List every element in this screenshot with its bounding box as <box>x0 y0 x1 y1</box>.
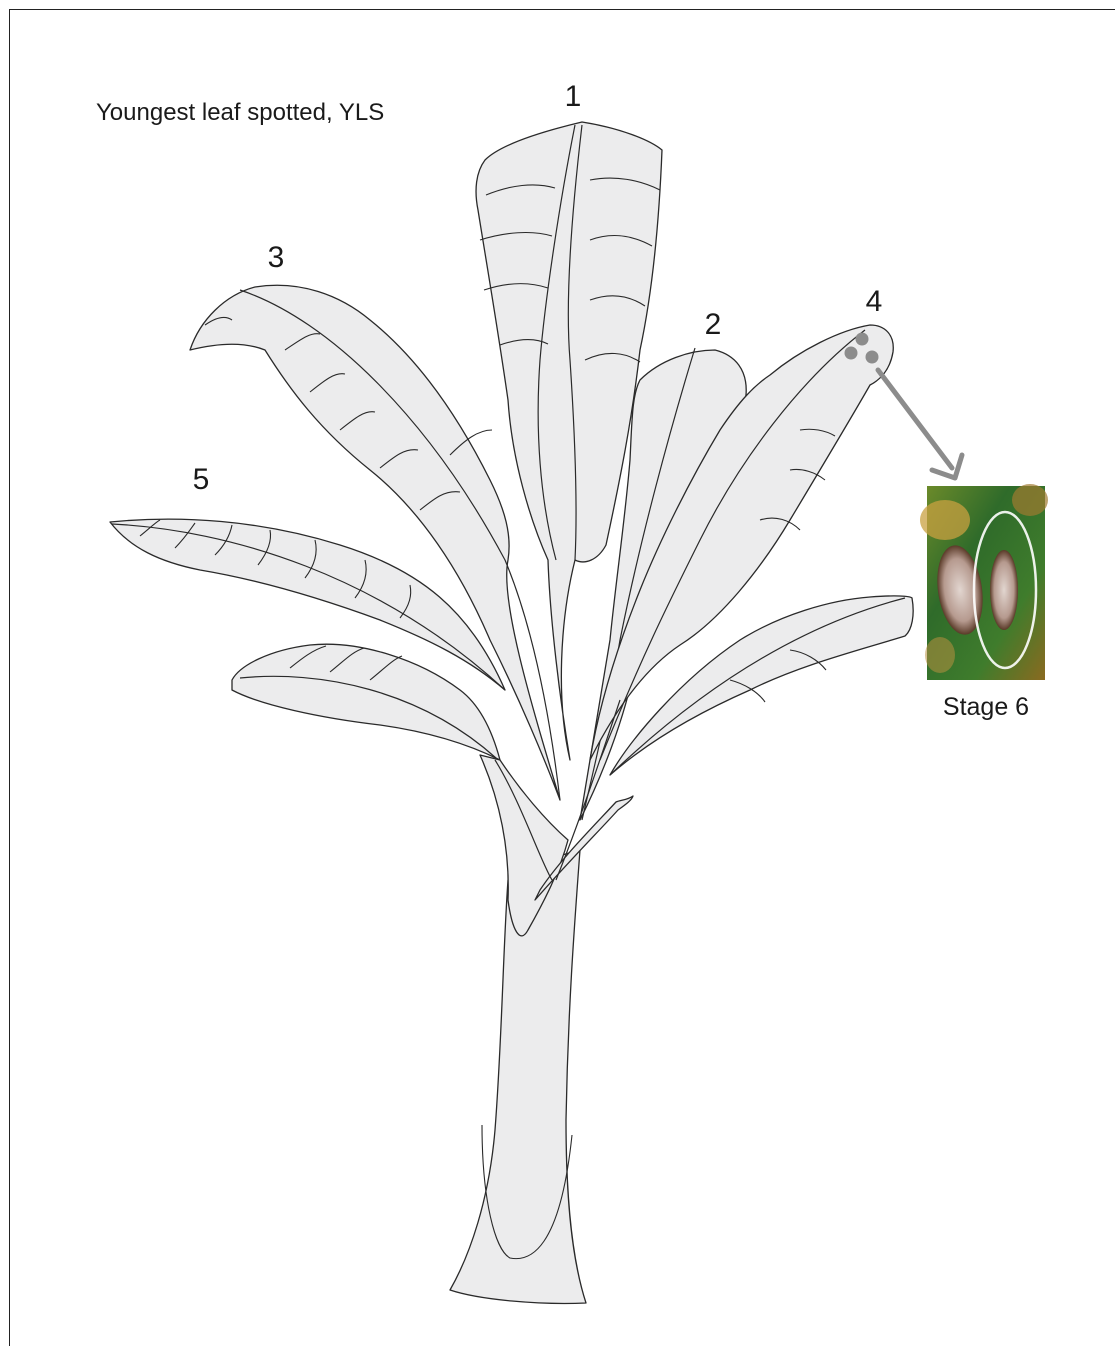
leaf-label-1: 1 <box>565 80 582 113</box>
inset-caption: Stage 6 <box>943 693 1029 721</box>
arrow-icon <box>878 370 962 478</box>
leaf-label-4: 4 <box>866 285 883 318</box>
leaf-label-3: 3 <box>268 241 285 274</box>
leaf-label-5: 5 <box>193 463 210 496</box>
leaf-lower-left <box>232 644 500 760</box>
leaf-label-2: 2 <box>705 308 722 341</box>
diagram-title: Youngest leaf spotted, YLS <box>96 99 384 126</box>
stage-6-inset-image <box>920 484 1048 680</box>
